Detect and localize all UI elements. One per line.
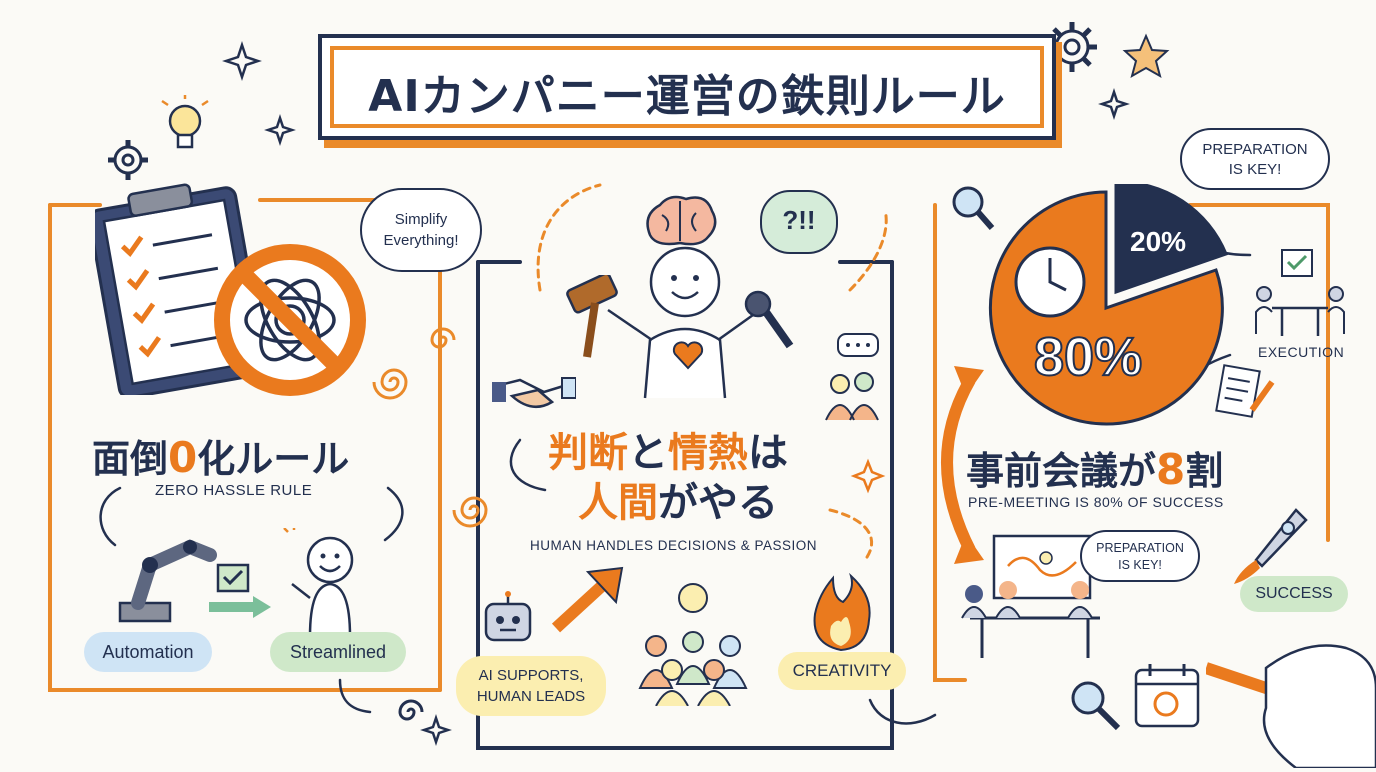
heart-icon	[672, 340, 704, 370]
left-subtitle: ZERO HASSLE RULE	[155, 482, 313, 499]
pie-chart	[982, 180, 1230, 432]
ai-supports-label: AI SUPPORTS, HUMAN LEADS	[456, 656, 606, 716]
checklist-pen-icon	[1212, 360, 1276, 420]
meeting-room-icon	[960, 528, 1110, 660]
success-label: SUCCESS	[1240, 576, 1348, 612]
right-heading-eight: 8	[1156, 445, 1186, 494]
title-banner: AIカンパニー運営の鉄則ルール	[318, 34, 1056, 140]
preparation-bubble-small-text: PREPARATION IS KEY!	[1096, 541, 1184, 572]
calendar-icon	[1132, 660, 1202, 730]
pie-label-small: 20%	[1130, 226, 1187, 257]
center-heading-passion: 情熱	[668, 430, 748, 476]
automation-label: Automation	[84, 632, 212, 672]
creativity-label: CREATIVITY	[778, 652, 906, 690]
brain-icon	[640, 195, 720, 255]
exclaim-speech-text: ?!!	[782, 205, 816, 235]
right-subtitle: PRE-MEETING IS 80% OF SUCCESS	[968, 494, 1224, 510]
center-heading-human: 人間	[578, 480, 658, 526]
microphone-icon	[740, 288, 800, 358]
handshake-icon	[492, 370, 577, 422]
magnifier-icon	[948, 182, 996, 232]
right-heading-c: 割	[1185, 449, 1224, 493]
simplify-bubble: Simplify Everything!	[360, 188, 482, 272]
simplify-bubble-text: Simplify Everything!	[383, 211, 459, 249]
search-icon	[1066, 676, 1124, 732]
preparation-bubble-text: PREPARATION IS KEY!	[1202, 141, 1308, 178]
rocket-icon	[1226, 500, 1316, 590]
team-idea-icon	[632, 578, 754, 707]
right-heading: 事前会議が8割	[966, 440, 1286, 495]
ai-supports-text: AI SUPPORTS, HUMAN LEADS	[476, 667, 586, 705]
smiley-person-icon	[280, 524, 380, 638]
robot-arm-icon	[110, 525, 260, 625]
center-heading-to: と	[628, 430, 668, 476]
exclaim-speech-bubble: ?!!	[760, 190, 838, 254]
no-complexity-icon	[210, 240, 370, 400]
preparation-bubble-small: PREPARATION IS KEY!	[1080, 530, 1200, 582]
cycle-arrow-icon	[920, 360, 990, 570]
page-title: AIカンパニー運営の鉄則ルール	[368, 71, 1006, 122]
left-heading-post: 化ルール	[197, 437, 350, 481]
center-heading: 判断と情熱は 人間がやる	[548, 428, 868, 528]
execution-label: EXECUTION	[1258, 344, 1345, 360]
streamlined-label: Streamlined	[270, 632, 406, 672]
center-heading-decision: 判断	[548, 430, 628, 476]
up-arrow-icon	[548, 564, 628, 634]
center-heading-doit: がやる	[658, 480, 778, 526]
left-heading: 面倒0化ルール	[92, 428, 422, 483]
right-heading-a: 事前会議が	[966, 449, 1157, 493]
execution-meeting-icon	[1252, 246, 1348, 338]
pie-label-big: 80%	[1033, 326, 1143, 388]
left-heading-zero: 0	[168, 433, 198, 482]
center-heading-wa: は	[748, 430, 788, 476]
preparation-bubble: PREPARATION IS KEY!	[1180, 128, 1330, 190]
pen-hand-icon	[1204, 628, 1376, 770]
lightbulb-icon	[160, 93, 210, 165]
gavel-icon	[565, 272, 635, 365]
fire-icon	[808, 572, 874, 652]
center-subtitle: HUMAN HANDLES DECISIONS & PASSION	[530, 538, 818, 553]
arrow-right-icon	[205, 592, 275, 622]
robot-icon	[476, 590, 540, 650]
discussion-group-icon	[818, 332, 888, 424]
left-heading-pre: 面倒	[92, 437, 169, 481]
